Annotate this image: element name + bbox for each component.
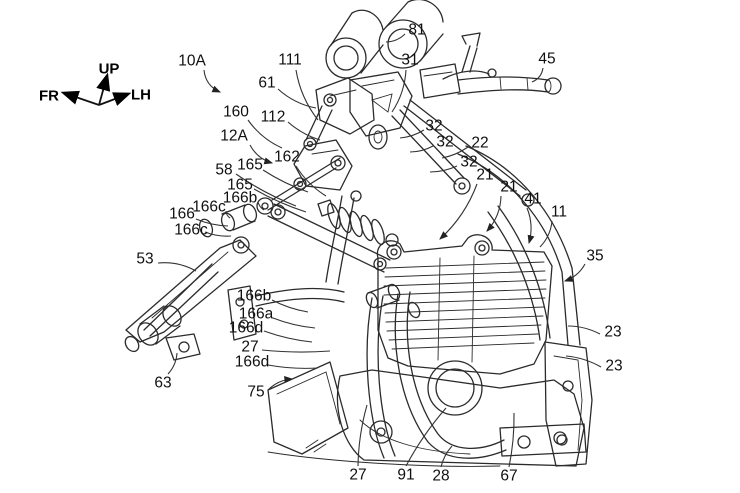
leader-line-166c (205, 232, 231, 236)
leader-line-28 (441, 446, 452, 467)
leader-line-41 (527, 208, 535, 245)
leader-line-10A (204, 70, 222, 92)
skid-plate (268, 362, 500, 466)
leader-line-21 (439, 184, 477, 240)
lower-linkage (228, 283, 422, 340)
leader-line-166b (258, 202, 264, 210)
leader-line-162 (296, 166, 326, 196)
leader-line-21 (486, 196, 501, 232)
leader-line-53 (158, 263, 196, 271)
leader-line-166d (268, 365, 318, 368)
leader-line-45 (532, 68, 543, 82)
leader-line-166a (273, 318, 315, 328)
leader-line-35 (563, 264, 585, 282)
leader-line-75 (268, 376, 294, 390)
steering-linkage (197, 78, 390, 284)
leader-line-11 (540, 221, 552, 247)
leader-line-165 (254, 189, 306, 212)
leader-line-166c (226, 211, 230, 218)
orientation-arrow-up (96, 72, 111, 105)
handlebar (420, 33, 561, 98)
leader-line-166b (272, 300, 308, 312)
leader-line-32 (430, 166, 457, 172)
leader-line-23 (566, 356, 601, 367)
leader-line-27 (358, 405, 367, 466)
leader-layer (60, 34, 601, 467)
leader-line-22 (442, 147, 468, 158)
orientation-arrow-fr (60, 90, 99, 105)
leader-line-61 (278, 89, 316, 108)
leader-line-166 (196, 219, 228, 226)
leader-line-32 (410, 146, 433, 152)
headlight-assembly (326, 0, 443, 136)
leader-line-160 (248, 120, 282, 148)
leader-line-111 (296, 70, 318, 120)
leader-line-31 (392, 70, 406, 112)
leader-line-32 (400, 130, 424, 138)
frame-tubes (458, 146, 592, 466)
leader-line-27 (262, 350, 330, 352)
leader-line-67 (509, 413, 514, 467)
leader-line-91 (406, 408, 446, 466)
leader-line-23 (568, 326, 600, 334)
leader-line-81 (386, 34, 405, 42)
leader-line-112 (288, 122, 320, 140)
leader-line-12A (250, 145, 274, 165)
leader-line-165 (263, 170, 308, 192)
left-suspension-arm (122, 237, 256, 360)
shock-absorber (318, 200, 398, 246)
leader-line-58 (236, 174, 296, 206)
orientation-arrow-lh (99, 92, 132, 105)
leader-line-63 (168, 353, 177, 374)
leader-line-166d (264, 331, 312, 342)
down-tubes (367, 292, 506, 458)
